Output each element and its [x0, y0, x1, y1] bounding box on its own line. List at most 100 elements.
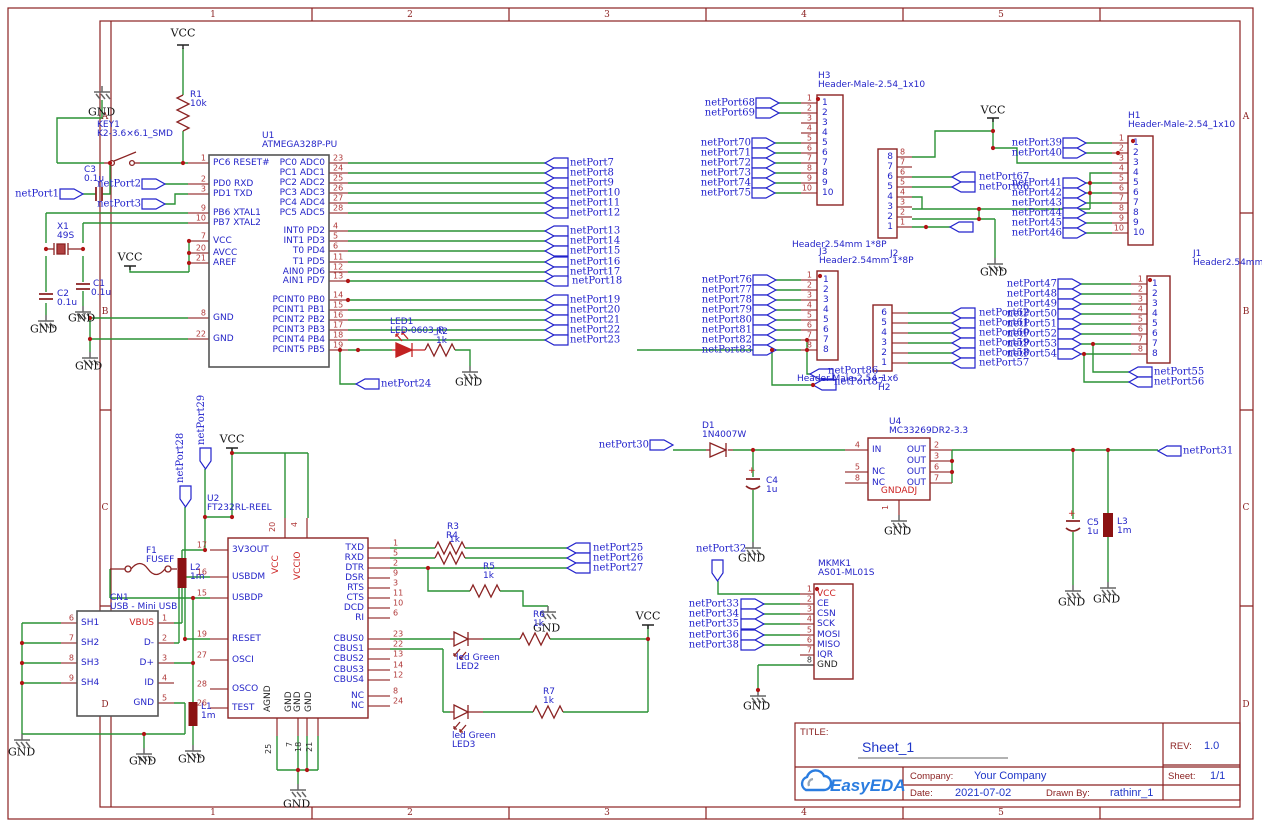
resistor-symbol[interactable] — [532, 704, 564, 720]
net-port-symbol[interactable] — [752, 304, 778, 316]
resistor-symbol[interactable] — [424, 342, 456, 358]
net-port-symbol[interactable] — [543, 334, 569, 346]
net-port-symbol[interactable] — [1062, 177, 1088, 189]
net-port-symbol[interactable] — [751, 177, 777, 189]
gnd-symbol[interactable] — [185, 745, 202, 759]
net-port-symbol[interactable] — [543, 197, 569, 209]
net-port-symbol[interactable] — [1057, 288, 1083, 300]
gnd-symbol[interactable] — [94, 86, 111, 100]
net-port-symbol[interactable] — [1062, 227, 1088, 239]
gnd-symbol[interactable] — [462, 366, 479, 380]
net-port-symbol[interactable] — [543, 294, 569, 306]
net-port-symbol[interactable] — [1057, 298, 1083, 310]
date-value[interactable]: 2021-07-02 — [955, 787, 1012, 799]
gnd-symbol[interactable] — [14, 734, 31, 748]
net-port-symbol[interactable] — [751, 167, 777, 179]
net-port-symbol[interactable] — [543, 314, 569, 326]
gnd-symbol[interactable] — [38, 315, 55, 329]
net-port-symbol[interactable] — [1057, 338, 1083, 350]
gnd-symbol[interactable] — [540, 606, 557, 620]
net-port-symbol[interactable] — [751, 147, 777, 159]
net-port-symbol[interactable] — [950, 317, 976, 329]
net-port-symbol[interactable] — [711, 559, 724, 583]
net-port-symbol[interactable] — [751, 157, 777, 169]
resistor-symbol[interactable] — [434, 540, 466, 556]
net-port-symbol[interactable] — [1127, 376, 1153, 388]
net-port-symbol[interactable] — [950, 327, 976, 339]
resistor-symbol[interactable] — [434, 550, 466, 566]
net-port-symbol[interactable] — [543, 225, 569, 237]
net-port-symbol[interactable] — [354, 378, 380, 390]
net-port-symbol[interactable] — [649, 439, 675, 451]
vcc-symbol[interactable] — [124, 265, 136, 270]
vcc-symbol[interactable] — [177, 44, 189, 49]
net-port-symbol[interactable] — [950, 171, 976, 183]
net-port-symbol[interactable] — [740, 639, 766, 651]
resistor-symbol[interactable] — [519, 631, 551, 647]
net-port-symbol[interactable] — [543, 266, 569, 278]
net-port-symbol[interactable] — [543, 235, 569, 247]
net-port-symbol[interactable] — [752, 324, 778, 336]
capacitor-symbol[interactable] — [745, 478, 761, 490]
net-port-symbol[interactable] — [755, 107, 781, 119]
gnd-symbol[interactable] — [987, 258, 1004, 272]
gnd-symbol[interactable] — [750, 690, 767, 704]
net-port-symbol[interactable] — [1062, 217, 1088, 229]
net-port-symbol[interactable] — [141, 198, 167, 210]
gnd-symbol[interactable] — [891, 515, 908, 529]
net-port-symbol[interactable] — [752, 284, 778, 296]
net-port-symbol[interactable] — [808, 368, 834, 380]
net-port-symbol[interactable] — [543, 324, 569, 336]
net-port-symbol[interactable] — [1062, 137, 1088, 149]
net-port-symbol[interactable] — [543, 177, 569, 189]
net-port-symbol[interactable] — [752, 314, 778, 326]
wires[interactable] — [21, 48, 1158, 784]
net-port-symbol[interactable] — [141, 178, 167, 190]
gnd-symbol[interactable] — [82, 352, 99, 366]
net-port-symbol[interactable] — [565, 542, 591, 554]
resistor-symbol[interactable] — [175, 94, 191, 132]
net-port-symbol[interactable] — [59, 188, 85, 200]
net-port-symbol[interactable] — [1062, 187, 1088, 199]
net-port-symbol[interactable] — [543, 157, 569, 169]
sheet-value[interactable]: 1/1 — [1210, 770, 1226, 782]
company-value[interactable]: Your Company — [974, 770, 1047, 782]
net-port-symbol[interactable] — [1057, 318, 1083, 330]
capacitor-symbol[interactable] — [76, 283, 90, 290]
net-port-symbol[interactable] — [752, 344, 778, 356]
net-port-symbol[interactable] — [543, 275, 569, 287]
net-port-symbol[interactable] — [543, 167, 569, 179]
gnd-symbol[interactable] — [75, 306, 92, 320]
sheet-title[interactable]: Sheet_1 — [862, 739, 915, 755]
pin-stubs[interactable] — [61, 102, 1147, 736]
net-port-symbol[interactable] — [751, 137, 777, 149]
net-port-symbol[interactable] — [565, 562, 591, 574]
net-port-symbol[interactable] — [752, 334, 778, 346]
gnd-symbol[interactable] — [1100, 582, 1117, 596]
net-port-symbol[interactable] — [950, 357, 976, 369]
drawn-by-value[interactable]: rathinr_1 — [1110, 787, 1154, 799]
net-port-symbol[interactable] — [752, 294, 778, 306]
vcc-symbol[interactable] — [642, 624, 654, 629]
net-port-symbol[interactable] — [950, 347, 976, 359]
net-port-symbol[interactable] — [543, 207, 569, 219]
capacitor-symbol[interactable] — [1065, 520, 1081, 532]
net-port-symbol[interactable] — [740, 618, 766, 630]
net-port-symbol[interactable] — [179, 485, 192, 509]
gnd-symbol[interactable] — [745, 542, 762, 556]
net-port-symbol[interactable] — [1127, 366, 1153, 378]
net-port-symbol[interactable] — [1057, 278, 1083, 290]
net-port-symbol[interactable] — [950, 337, 976, 349]
capacitor-symbol[interactable] — [95, 187, 103, 201]
net-port-symbol[interactable] — [740, 598, 766, 610]
gnd-symbol[interactable] — [1065, 585, 1082, 599]
rev-value[interactable]: 1.0 — [1204, 740, 1220, 752]
net-port-symbol[interactable] — [1057, 308, 1083, 320]
net-port-symbol[interactable] — [199, 447, 212, 471]
net-port-symbol[interactable] — [740, 608, 766, 620]
gnd-symbol[interactable] — [136, 748, 153, 762]
vcc-symbol[interactable] — [987, 117, 999, 122]
net-port-symbol[interactable] — [565, 552, 591, 564]
net-port-symbol[interactable] — [543, 245, 569, 257]
net-port-symbol[interactable] — [811, 379, 837, 391]
